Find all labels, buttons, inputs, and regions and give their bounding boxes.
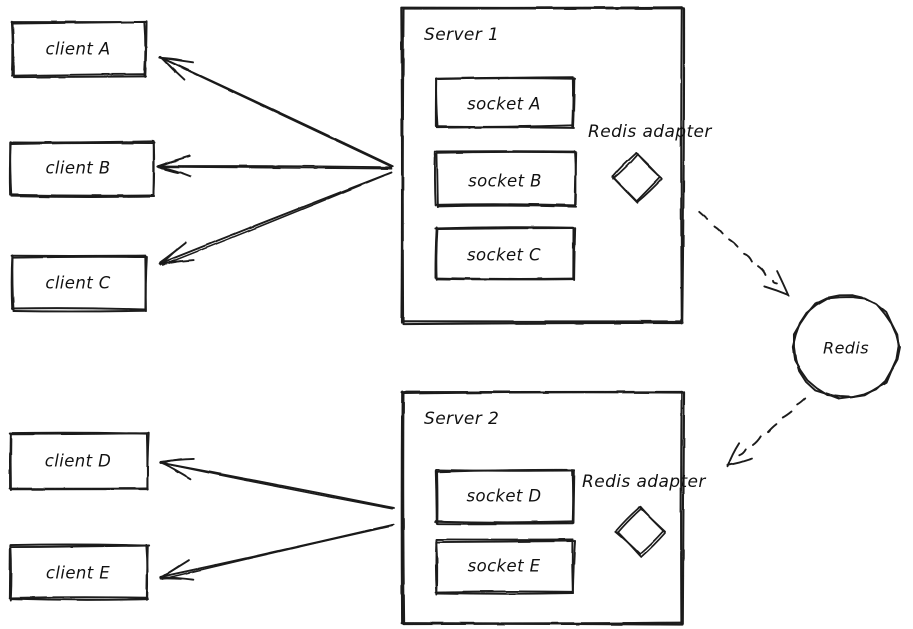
- socket-box-socket-d: [434, 468, 576, 525]
- client-d-label: client D: [44, 451, 112, 471]
- connection-server1-to-client-c: [158, 171, 393, 266]
- socket-box-socket-b: [434, 150, 578, 209]
- connection-server1-to-client-b: [156, 154, 393, 178]
- connection-server1-to-client-a: [158, 55, 394, 168]
- server-1-title: Server 1: [424, 25, 500, 45]
- arrowhead-barb: [776, 270, 790, 297]
- server-box-server-2: [400, 390, 686, 626]
- client-box-client-d: [8, 431, 150, 491]
- redis-circle: [791, 294, 901, 400]
- socket-box-socket-a: [434, 76, 576, 129]
- connection-server2-to-client-e: [159, 523, 395, 581]
- client-e-label: client E: [45, 563, 111, 583]
- socket-b-label: socket B: [468, 171, 542, 191]
- socket-c-label: socket C: [467, 245, 541, 265]
- client-a-label: client A: [45, 39, 111, 59]
- client-box-client-a: [10, 20, 148, 79]
- adapter-diamond-server-2: [614, 506, 666, 558]
- socket-box-socket-e: [434, 538, 576, 595]
- client-box-client-c: [10, 254, 148, 313]
- connection-server1-adapter-to-redis: [698, 210, 790, 297]
- adapter-diamond-server-1: [611, 151, 663, 204]
- server-box-server-1: [400, 6, 686, 326]
- client-box-client-e: [8, 543, 151, 602]
- arrowhead-barb: [726, 457, 753, 467]
- socket-e-label: socket E: [467, 556, 541, 576]
- socket-d-label: socket D: [466, 486, 542, 506]
- redis-label: Redis: [823, 338, 869, 358]
- client-box-client-b: [8, 140, 156, 199]
- client-b-label: client B: [45, 158, 111, 178]
- connection-server2-to-client-d: [159, 457, 395, 510]
- socket-box-socket-c: [434, 226, 577, 281]
- connection-redis-to-server2-adapter: [726, 397, 807, 468]
- server-1-adapter-label: Redis adapter: [588, 122, 712, 142]
- client-c-label: client C: [45, 273, 111, 293]
- server-2-title: Server 2: [424, 409, 500, 429]
- socket-a-label: socket A: [467, 94, 541, 114]
- server-2-adapter-label: Redis adapter: [582, 472, 706, 492]
- arrowhead-barb: [763, 285, 789, 296]
